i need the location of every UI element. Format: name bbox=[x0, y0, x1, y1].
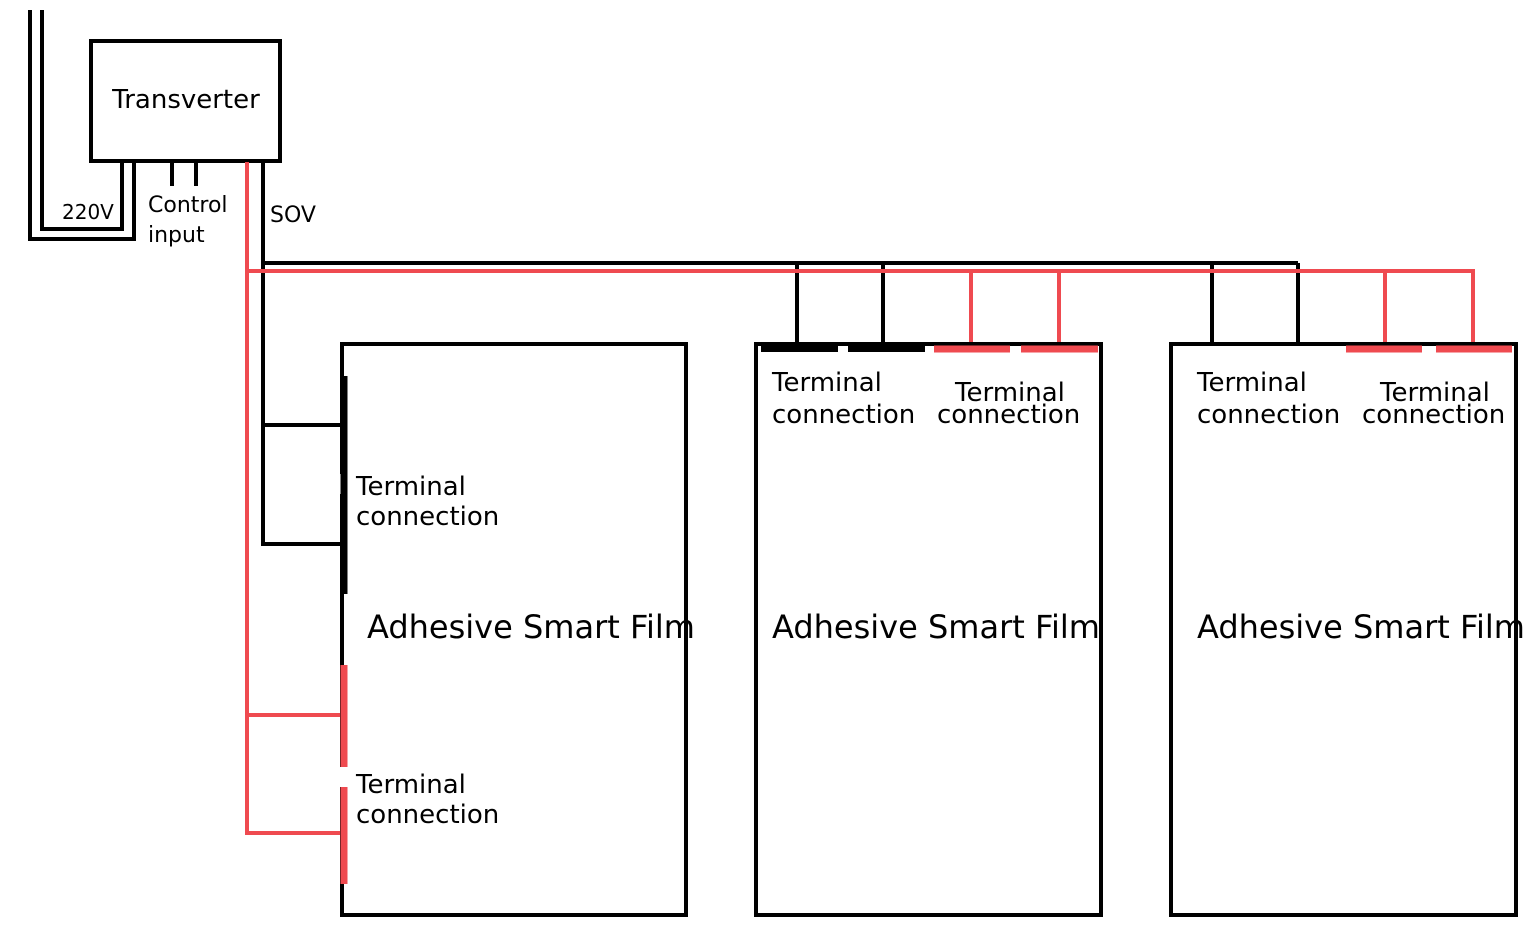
mains-wire-outer bbox=[28, 10, 136, 241]
terminal-label-line1: Terminal bbox=[1379, 378, 1490, 408]
smart-film-panel-1: Terminal connection Adhesive Smart Film … bbox=[338, 342, 695, 917]
panel-edge-gap bbox=[338, 767, 346, 787]
red-bus bbox=[245, 162, 1475, 835]
terminal-label-line2: connection bbox=[356, 800, 499, 830]
panel-border bbox=[754, 342, 1103, 917]
transverter-box bbox=[89, 39, 282, 163]
black-bus bbox=[261, 162, 1300, 546]
smart-film-panel-3: Terminal connection Terminal connection … bbox=[1169, 342, 1525, 917]
red-bus-trunk bbox=[245, 162, 345, 835]
smart-film-panel-2: Terminal connection Terminal connection … bbox=[754, 342, 1103, 917]
terminal-label-line2: connection bbox=[937, 400, 1080, 430]
terminal-label-line2: connection bbox=[772, 400, 915, 430]
panel-title: Adhesive Smart Film bbox=[772, 608, 1100, 646]
transverter: Transverter bbox=[89, 39, 282, 163]
mains-wire bbox=[28, 10, 136, 241]
control-input-label-line1: Control bbox=[148, 193, 228, 218]
terminal-label-line1: Terminal bbox=[1196, 368, 1307, 398]
panel-border bbox=[1169, 342, 1518, 917]
control-input-pins bbox=[170, 162, 198, 186]
mains-wire-inner bbox=[40, 10, 124, 231]
black-bus-trunk bbox=[261, 162, 345, 546]
transverter-label: Transverter bbox=[111, 85, 260, 115]
output-label: SOV bbox=[270, 203, 316, 228]
mains-label: 220V bbox=[62, 200, 114, 224]
terminal-label-line2: connection bbox=[1197, 400, 1340, 430]
control-input-label-line2: input bbox=[148, 223, 205, 248]
red-bus-main bbox=[247, 269, 1475, 350]
terminal-label-line1: Terminal bbox=[355, 770, 466, 800]
panel-border bbox=[340, 342, 688, 917]
terminal-label-line1: Terminal bbox=[954, 378, 1065, 408]
terminal-label-line2: connection bbox=[356, 502, 499, 532]
terminal-label-line2: connection bbox=[1362, 400, 1505, 430]
terminal-label-line1: Terminal bbox=[771, 368, 882, 398]
panel-title: Adhesive Smart Film bbox=[1197, 608, 1525, 646]
terminal-label-line1: Terminal bbox=[355, 472, 466, 502]
panel-title: Adhesive Smart Film bbox=[367, 608, 695, 646]
